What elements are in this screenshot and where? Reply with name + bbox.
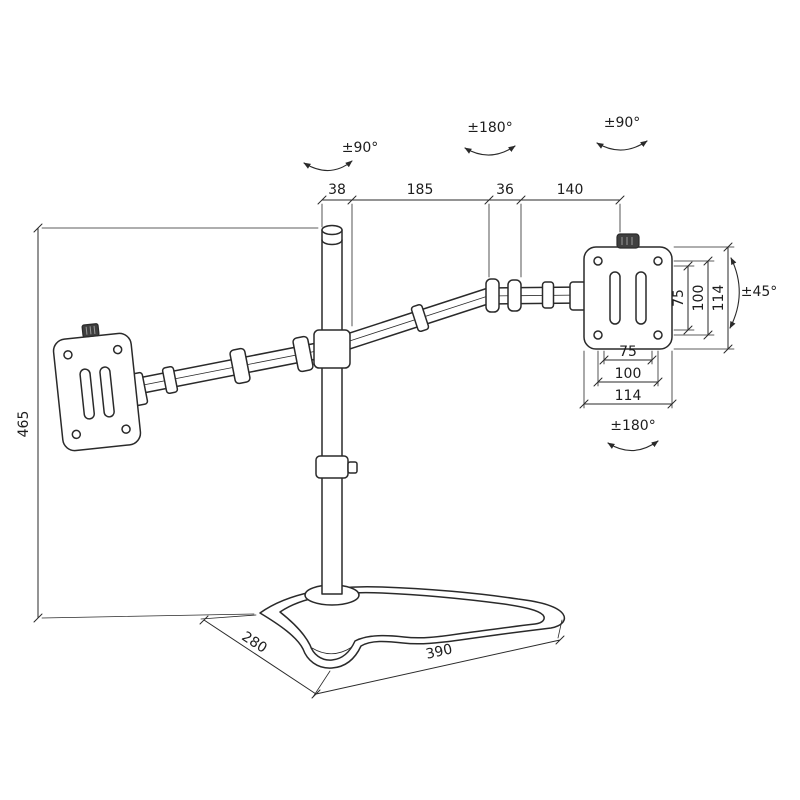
vesa-slot (99, 366, 115, 418)
vesa-hole (593, 330, 603, 340)
arm (127, 278, 585, 479)
dim-label-390: 390 (424, 641, 454, 662)
vesa-slot (635, 271, 647, 325)
rotation-arc-pole (303, 160, 353, 172)
dim-label-vesa-h-75: 75 (619, 344, 637, 360)
dim-label-185: 185 (407, 182, 434, 198)
dim-label-vesa-v-100: 100 (691, 285, 707, 312)
vesa-slot (609, 271, 621, 325)
tilt-label: ±45° (741, 284, 778, 300)
dim-label-36: 36 (496, 182, 514, 198)
dim-label-465: 465 (16, 411, 32, 438)
pole-top-cap (321, 224, 343, 236)
vesa-hole (593, 256, 603, 266)
rotation-label-head: ±90° (604, 115, 641, 131)
base-foot-contour (311, 646, 353, 655)
tension-knob (616, 233, 640, 249)
dim-line-top-chain (317, 195, 625, 205)
pole-arm-clamp (313, 329, 351, 369)
tilt-arc (729, 257, 740, 329)
dim-ext-vesa-horizontal (583, 350, 673, 409)
dim-ext-vesa-vertical (673, 246, 735, 350)
rotation-arc-elbow (464, 145, 516, 156)
cable-clip (410, 303, 430, 333)
arm-clamp (229, 347, 251, 385)
vesa-hole (653, 330, 663, 340)
dim-label-vesa-v-75: 75 (671, 289, 687, 307)
collar-tab (347, 461, 358, 474)
rotation-arc-head (596, 140, 648, 151)
knob-ridges (85, 325, 96, 335)
dim-label-vesa-h-114: 114 (615, 388, 642, 404)
base-inner-outline (279, 591, 545, 661)
arm-clamp (292, 335, 314, 373)
dimensions: 38 185 36 140 465 280 390 75 100 114 75 … (16, 115, 778, 699)
elbow-joint-bracket (485, 278, 500, 313)
vesa-hole (653, 256, 663, 266)
vesa-slot (79, 368, 95, 420)
dim-ext-width (557, 619, 563, 639)
rotation-label-elbow: ±180° (467, 120, 512, 136)
vesa-hole (63, 350, 73, 360)
left-vesa-plate (52, 323, 149, 452)
pole (321, 224, 343, 595)
vesa-hole (71, 429, 82, 440)
arm-seam (127, 294, 585, 389)
left-plate (52, 332, 142, 452)
base-outer-outline (259, 585, 566, 669)
rotation-arc-head-bottom (607, 440, 659, 452)
dim-label-38: 38 (328, 182, 346, 198)
dim-label-vesa-v-114: 114 (711, 285, 727, 312)
cable-clip (541, 281, 555, 309)
dim-ext-height (41, 227, 319, 619)
cable-clip (161, 365, 179, 395)
dim-line-width (315, 635, 565, 695)
dim-label-vesa-h-100: 100 (615, 366, 642, 382)
right-plate (583, 246, 673, 350)
rotation-label-pole: ±90° (342, 140, 379, 156)
vesa-hole (112, 344, 123, 355)
vesa-hole (121, 424, 131, 434)
base (259, 584, 566, 669)
pole-cap-seam (321, 239, 343, 246)
dim-label-140: 140 (557, 182, 584, 198)
dim-line-height (33, 223, 43, 623)
dim-ext-depth (200, 614, 331, 698)
knob-ridges (621, 237, 633, 245)
elbow-joint-bracket (507, 279, 522, 312)
dim-ext-top-chain (321, 203, 621, 327)
pole-tube (321, 229, 343, 595)
pole-cable-collar (315, 455, 349, 479)
right-vesa-plate (569, 233, 673, 350)
dim-label-280: 280 (239, 629, 270, 657)
rotation-label-head-bottom: ±180° (610, 418, 655, 434)
